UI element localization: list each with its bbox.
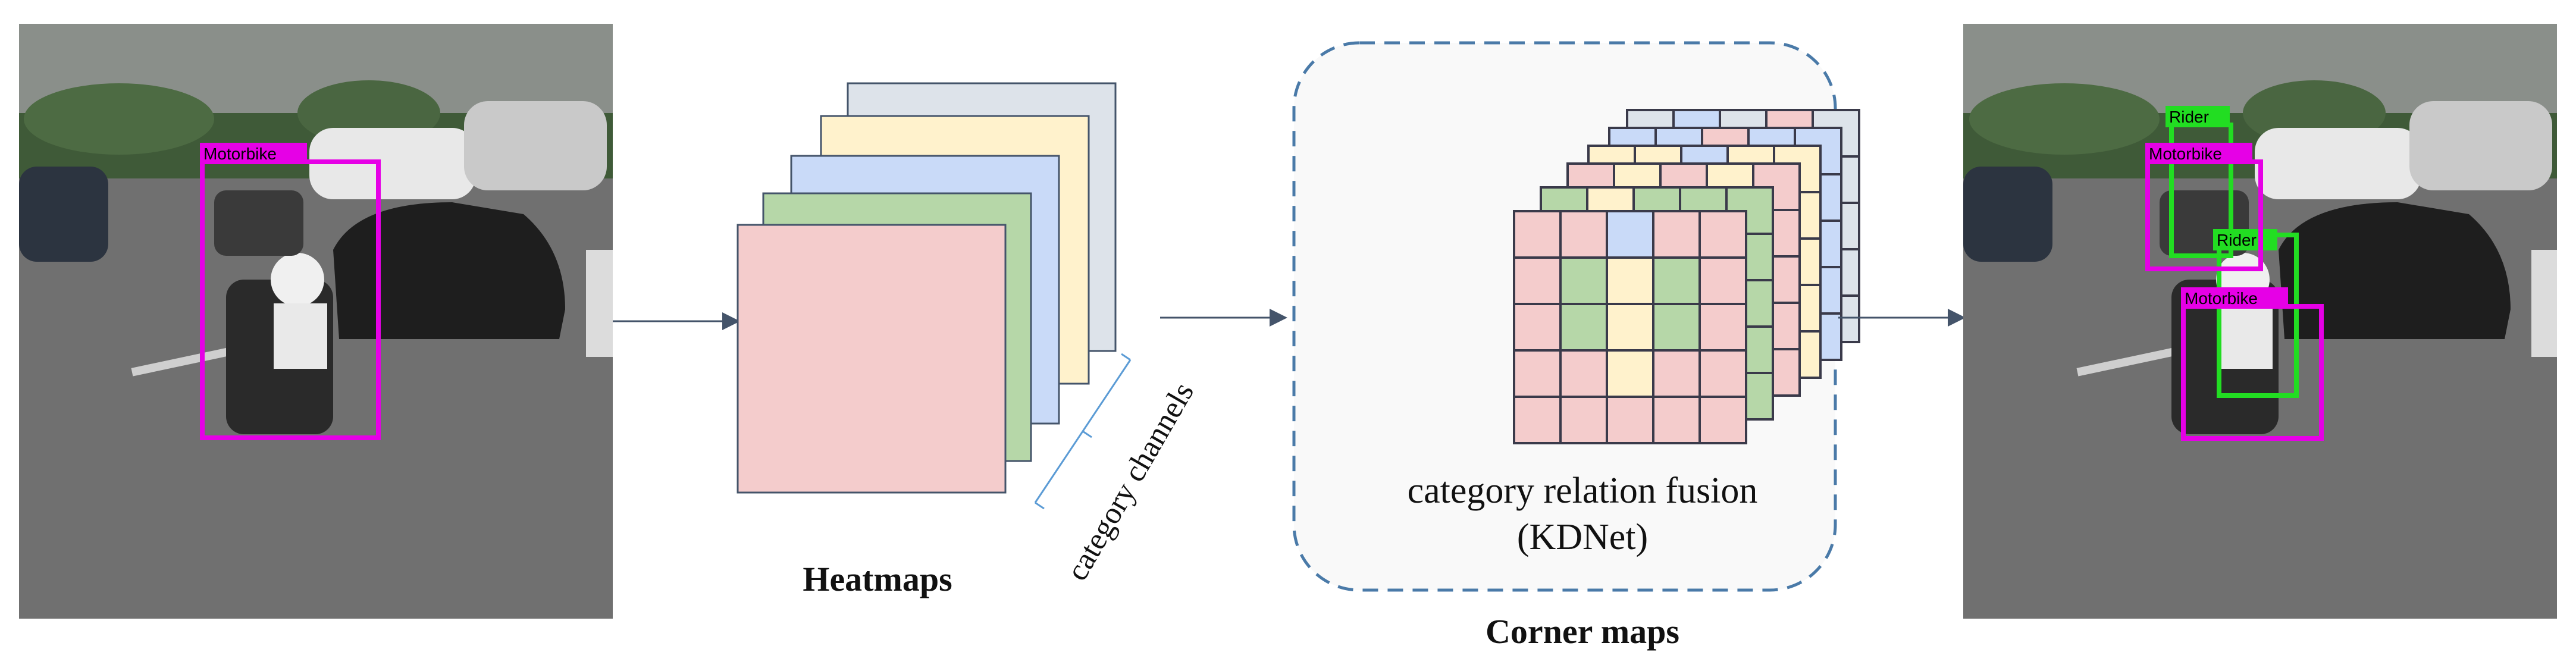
grid-cell [1652,349,1701,398]
grid-cell [1698,396,1747,444]
grid-cell [1606,396,1654,444]
grid-cell [1559,256,1608,305]
fusion-caption-line1: category relation fusion [1407,471,1758,511]
grid-cell [1513,256,1562,305]
grid-cell [1652,256,1701,305]
grid-cell [1698,349,1747,398]
grid-cell [1559,210,1608,259]
grid-cell [1513,303,1562,352]
fusion-caption-line2: (KDNet) [1516,517,1649,557]
grid-cell [1698,210,1747,259]
detection-label: Motorbike [2185,289,2258,308]
detection-label: Rider [2217,231,2257,249]
grid-cell [1698,256,1747,305]
grid-cell [1513,349,1562,398]
channels-bracket [1034,353,1132,510]
grid-cell [1606,303,1654,352]
grid-cell [1652,303,1701,352]
grid-cell [1513,210,1562,259]
input-image: Motorbike [19,24,613,619]
detection-label: Motorbike [2149,145,2222,163]
corner-maps-stack [1513,109,1860,444]
heatmap-channel-red [737,224,1007,494]
grid-cell [1559,303,1608,352]
grid-cell [1606,349,1654,398]
detection-label: Motorbike [203,145,277,163]
grid-cell [1652,396,1701,444]
grid-cell [1513,396,1562,444]
corner-maps-title: Corner maps [1486,612,1679,651]
grid-cell [1698,303,1747,352]
grid-cell [1606,256,1654,305]
heatmaps-stack [737,82,1117,494]
grid-cell [1559,349,1608,398]
grid-cell [1606,210,1654,259]
heatmaps-title: Heatmaps [803,560,952,598]
grid-cell [1652,210,1701,259]
output-image: Rider Rider Motorbike Motorbike [1963,24,2557,619]
grid-cell [1559,396,1608,444]
detection-label: Rider [2169,108,2209,126]
